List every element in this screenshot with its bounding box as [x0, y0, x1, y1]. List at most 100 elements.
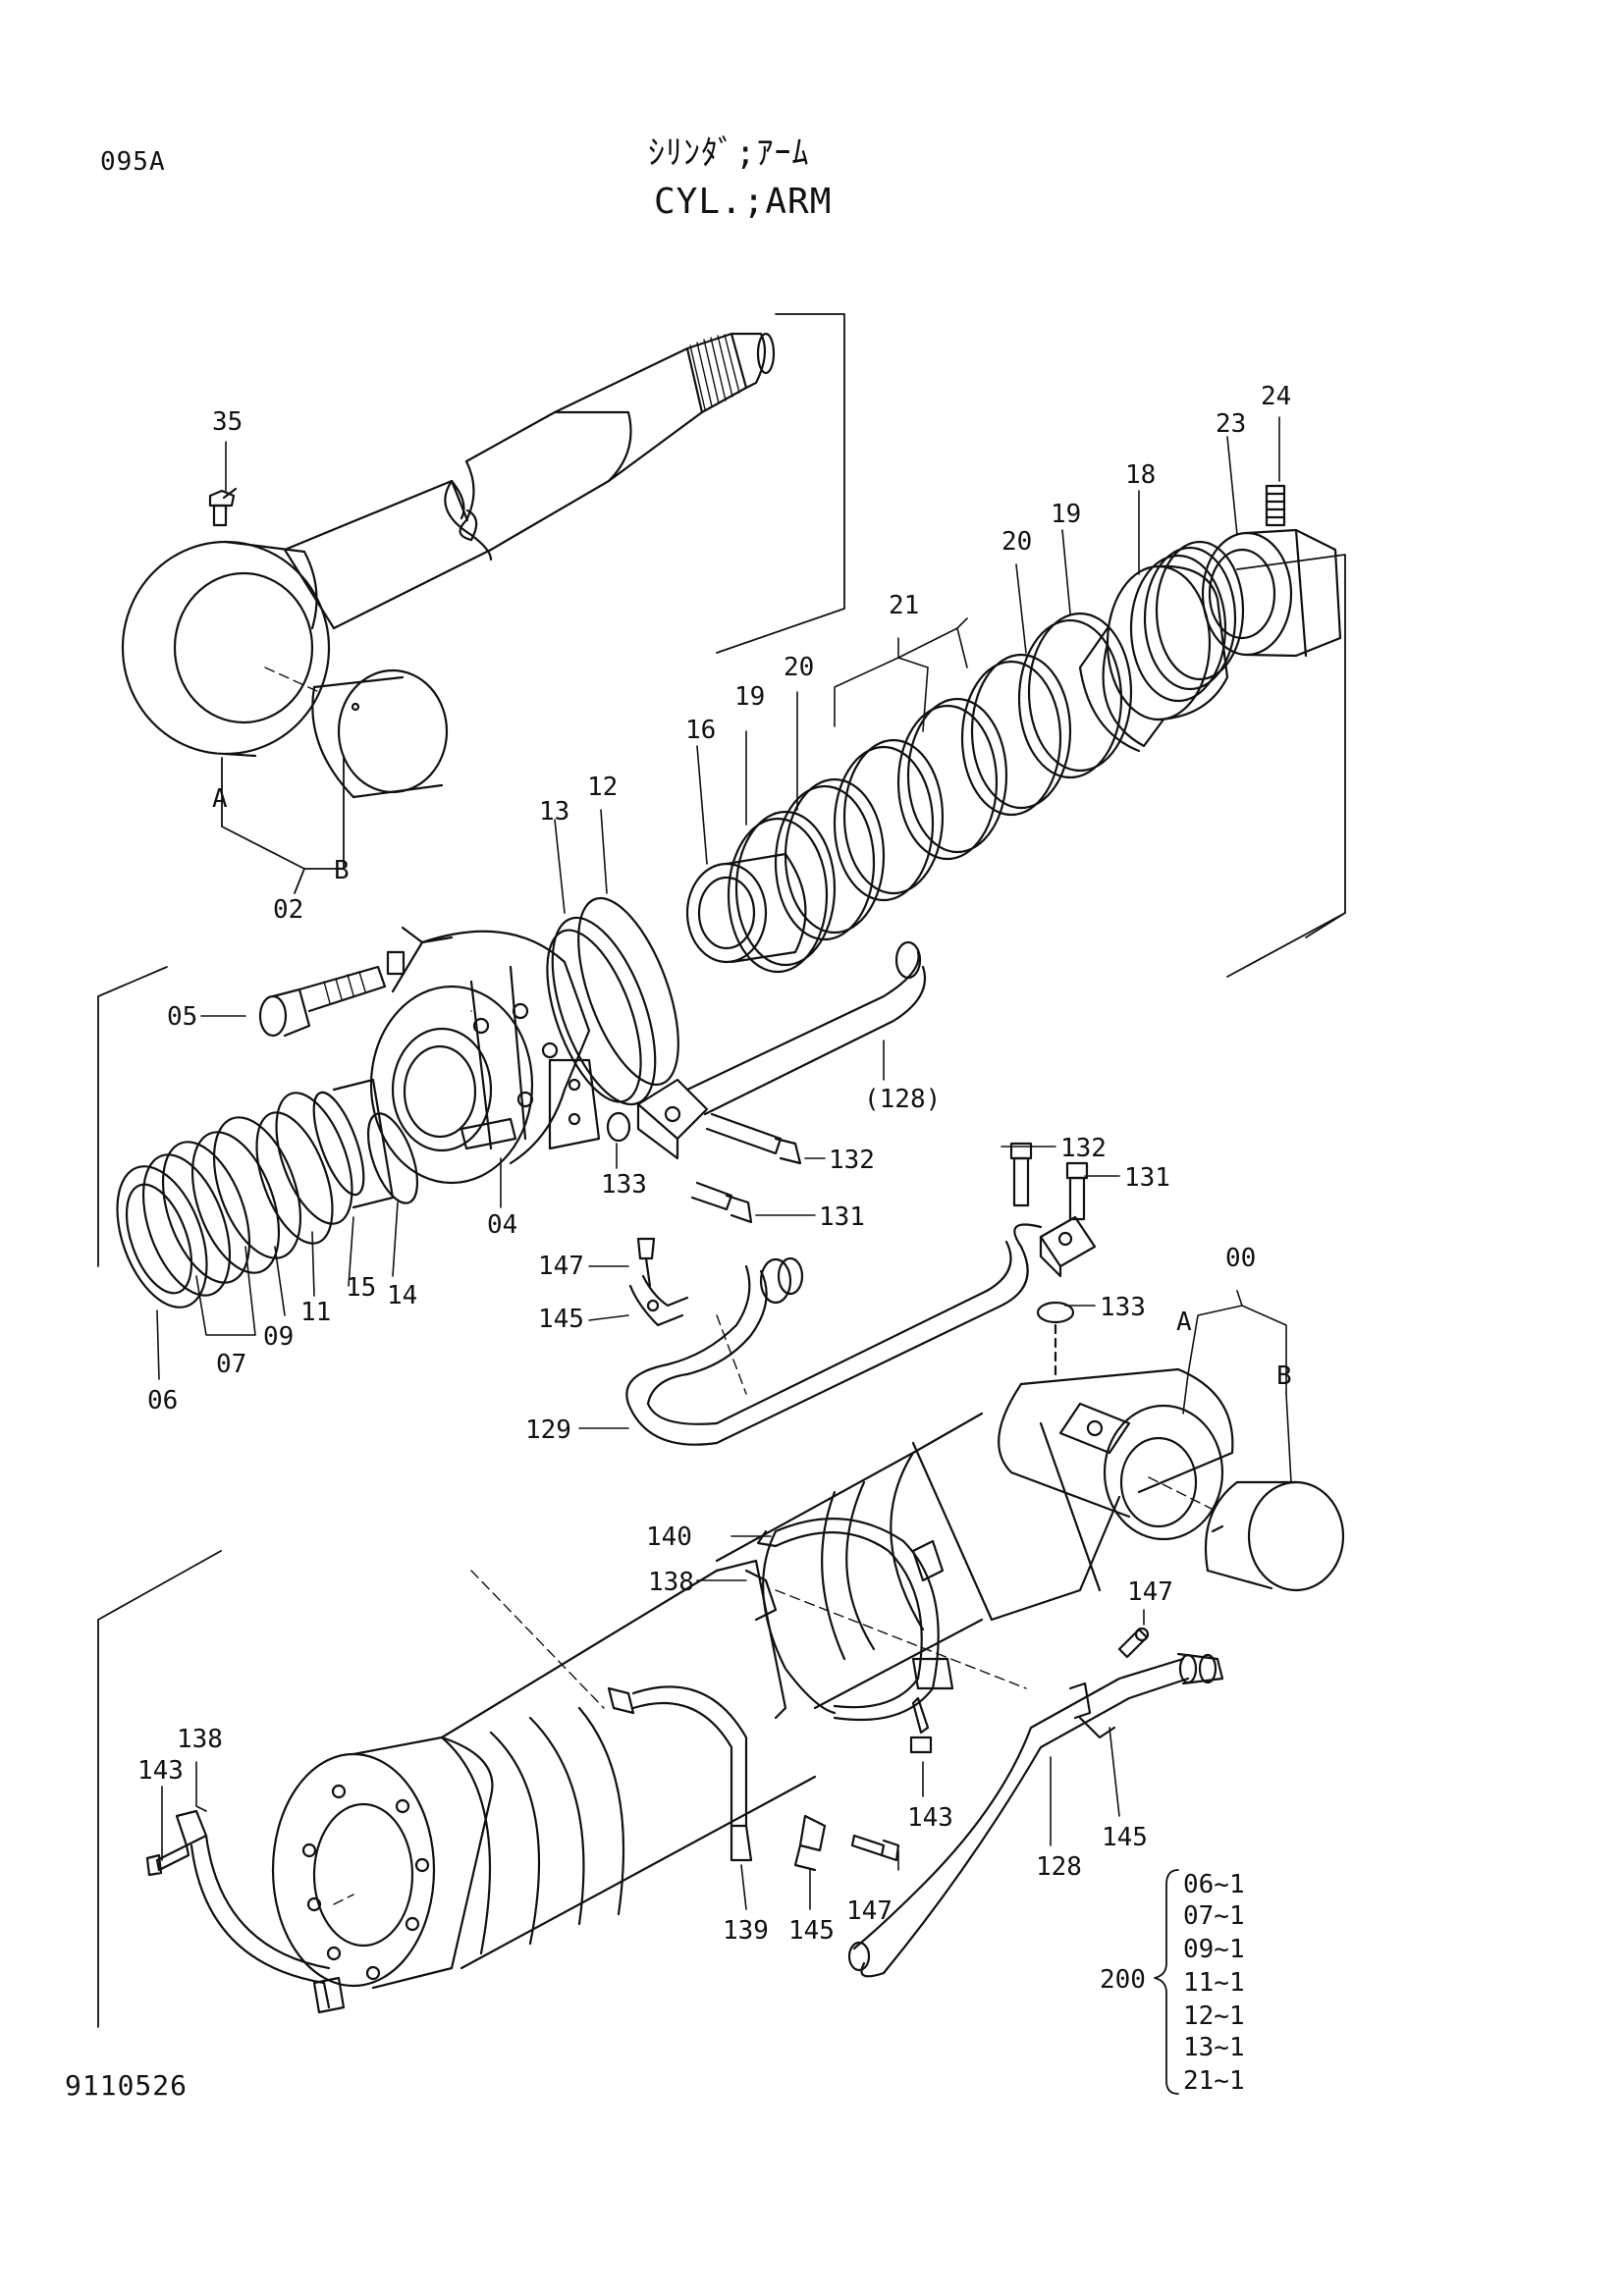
- callout-133-right: 133: [1100, 1293, 1146, 1322]
- grease-nipple: [208, 487, 238, 527]
- callout-A-top: A: [212, 784, 228, 814]
- kit-number: 200: [1100, 1965, 1146, 1995]
- band-140: [756, 1518, 954, 1722]
- drawing-number: 9110526: [65, 2069, 189, 2102]
- callout-04: 04: [487, 1210, 517, 1240]
- kit-item: 09~1: [1183, 1935, 1245, 1964]
- bolt-147-right: [1117, 1627, 1150, 1659]
- callout-23: 23: [1216, 409, 1246, 439]
- title-japanese: ｼﾘﾝﾀﾞ;ｱｰﾑ: [648, 133, 810, 173]
- clamp-145-bottom: [793, 1814, 827, 1872]
- seal-kit-200: 200 06~1 07~1 09~1 11~1 12~1 13~1 21~1: [1100, 1869, 1245, 2096]
- callout-133-top: 133: [601, 1170, 647, 1200]
- socket-bolt-05: [258, 965, 387, 1038]
- callout-147-bottom: 147: [846, 1896, 893, 1926]
- callout-35: 35: [212, 407, 243, 437]
- bracket-02: [221, 755, 345, 894]
- page-code: 095A: [100, 147, 166, 177]
- piston-18: [1078, 540, 1245, 753]
- callout-138-top: 138: [648, 1568, 694, 1597]
- set-screw-24: [1265, 484, 1286, 527]
- title-english: CYL.;ARM: [654, 182, 833, 222]
- ring-12: [577, 896, 679, 1087]
- callout-145-right: 145: [1102, 1823, 1148, 1852]
- callout-20-b: 20: [784, 653, 814, 682]
- o-ring-133-top: [606, 1111, 631, 1143]
- callout-128: 128: [1036, 1852, 1082, 1882]
- band-138-bottom: [175, 1809, 346, 2014]
- callout-128-paren: (128): [864, 1085, 941, 1114]
- packing-rings: [727, 612, 1133, 974]
- callout-132-right: 132: [1060, 1134, 1107, 1163]
- bolt-131-top: [690, 1181, 753, 1224]
- callout-132-top: 132: [829, 1146, 875, 1175]
- callout-147-right: 147: [1127, 1577, 1173, 1607]
- callout-143-left: 143: [137, 1756, 184, 1786]
- callout-13: 13: [539, 797, 569, 827]
- rod-head-04: [369, 926, 601, 1185]
- callout-131-right: 131: [1124, 1163, 1170, 1193]
- callout-12: 12: [587, 773, 618, 802]
- kit-item: 13~1: [1183, 2033, 1245, 2062]
- callout-20-a: 20: [1001, 527, 1032, 557]
- piston-nut-23: [1201, 528, 1342, 658]
- bolt-147-bottom: [850, 1834, 900, 1862]
- callout-15: 15: [346, 1273, 376, 1303]
- callout-05: 05: [167, 1002, 197, 1032]
- bolt-143-upper: [909, 1696, 933, 1754]
- kit-item: 07~1: [1183, 1901, 1245, 1931]
- callout-147-top: 147: [538, 1252, 584, 1281]
- callout-16: 16: [685, 716, 716, 745]
- band-138-top: [607, 1569, 778, 1862]
- phantom-lines: [97, 313, 1346, 2028]
- hose-129: [625, 1223, 1043, 1446]
- kit-item: 21~1: [1183, 2066, 1245, 2096]
- callout-A-bottom: A: [1176, 1308, 1192, 1337]
- clamp-145-top: [628, 1274, 689, 1327]
- callout-140: 140: [646, 1522, 692, 1552]
- flange-block-right: [1009, 1142, 1097, 1376]
- callout-11: 11: [300, 1298, 331, 1327]
- kit-item: 11~1: [1183, 1968, 1245, 1998]
- bushing-00: [1204, 1480, 1345, 1592]
- kit-item: 12~1: [1183, 2002, 1245, 2031]
- rod-seals: [116, 1078, 419, 1308]
- cylinder-tube: [715, 1367, 1234, 1710]
- callout-24: 24: [1261, 382, 1291, 411]
- bolt-143-lower: [145, 1843, 190, 1877]
- callout-19-b: 19: [734, 682, 765, 712]
- bolt-147-top: [636, 1237, 656, 1288]
- cushion-ring-16: [685, 852, 807, 964]
- callout-09: 09: [263, 1322, 294, 1352]
- bolt-132-top: [705, 1112, 802, 1165]
- callout-B-bottom: B: [1276, 1362, 1292, 1391]
- callout-labels: 35 24 23 18 19 20 21 16 19 20 13 12 A B …: [137, 382, 1292, 1946]
- callout-00: 00: [1225, 1244, 1256, 1273]
- callout-21: 21: [889, 591, 919, 620]
- callout-07: 07: [216, 1350, 246, 1379]
- bushing-02: [311, 668, 449, 799]
- kit-item: 06~1: [1183, 1870, 1245, 1899]
- callout-145-top: 145: [538, 1305, 584, 1334]
- callout-06: 06: [147, 1386, 178, 1415]
- callout-18: 18: [1125, 460, 1156, 490]
- callout-129: 129: [525, 1415, 571, 1445]
- cylinder-bottom: [271, 1559, 817, 1990]
- callout-B-top: B: [334, 856, 350, 885]
- callout-02: 02: [273, 895, 303, 925]
- callout-143-center: 143: [907, 1803, 953, 1833]
- pipe-128: [847, 1652, 1224, 1978]
- callout-14: 14: [387, 1281, 417, 1310]
- piston-rod: [121, 332, 776, 758]
- callout-138-bottom: 138: [177, 1725, 223, 1754]
- ring-13: [546, 916, 657, 1106]
- leader-lines: [156, 416, 1292, 1910]
- center-lines: [264, 667, 1218, 1905]
- callout-145-bottom: 145: [788, 1916, 835, 1946]
- callout-19-a: 19: [1051, 500, 1081, 529]
- flange-block-top: [636, 940, 927, 1160]
- callout-139: 139: [723, 1916, 769, 1946]
- callout-131-top: 131: [819, 1202, 865, 1232]
